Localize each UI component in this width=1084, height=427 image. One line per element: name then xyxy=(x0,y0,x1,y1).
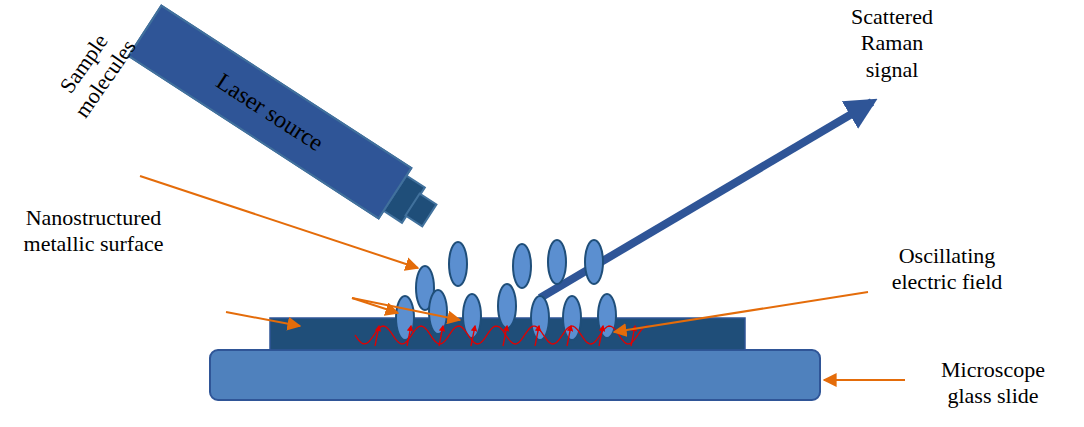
surface-label: Nanostructured metallic surface xyxy=(6,205,181,258)
field-arrow xyxy=(471,326,475,346)
molecules-label: Sample molecules xyxy=(42,11,148,131)
laser-body: Laser source xyxy=(127,4,412,219)
field-arrow xyxy=(535,326,539,346)
field-arrow xyxy=(503,326,507,346)
field-arrow xyxy=(567,326,571,346)
raman-label: Scattered Raman signal xyxy=(842,4,942,83)
laser-label: Laser source xyxy=(212,67,329,156)
label-text: Sample molecules xyxy=(42,11,148,131)
field-arrow xyxy=(407,326,411,346)
label-text: Scattered Raman signal xyxy=(842,4,942,83)
field-arrow xyxy=(439,326,443,346)
field-wave xyxy=(355,326,649,344)
field-arrow xyxy=(375,326,379,346)
slide-label: Microscope glass slide xyxy=(928,357,1058,410)
label-text: Microscope glass slide xyxy=(928,357,1058,410)
molecules xyxy=(396,240,616,340)
leader-lines xyxy=(140,176,905,380)
raman-arrow xyxy=(540,102,872,298)
field-arrow xyxy=(599,326,603,346)
field-label: Oscillating electric field xyxy=(872,243,1022,296)
glass-slide xyxy=(210,350,820,400)
label-text: Oscillating electric field xyxy=(872,243,1022,296)
label-text: Nanostructured metallic surface xyxy=(6,205,181,258)
electric-field xyxy=(355,326,649,346)
